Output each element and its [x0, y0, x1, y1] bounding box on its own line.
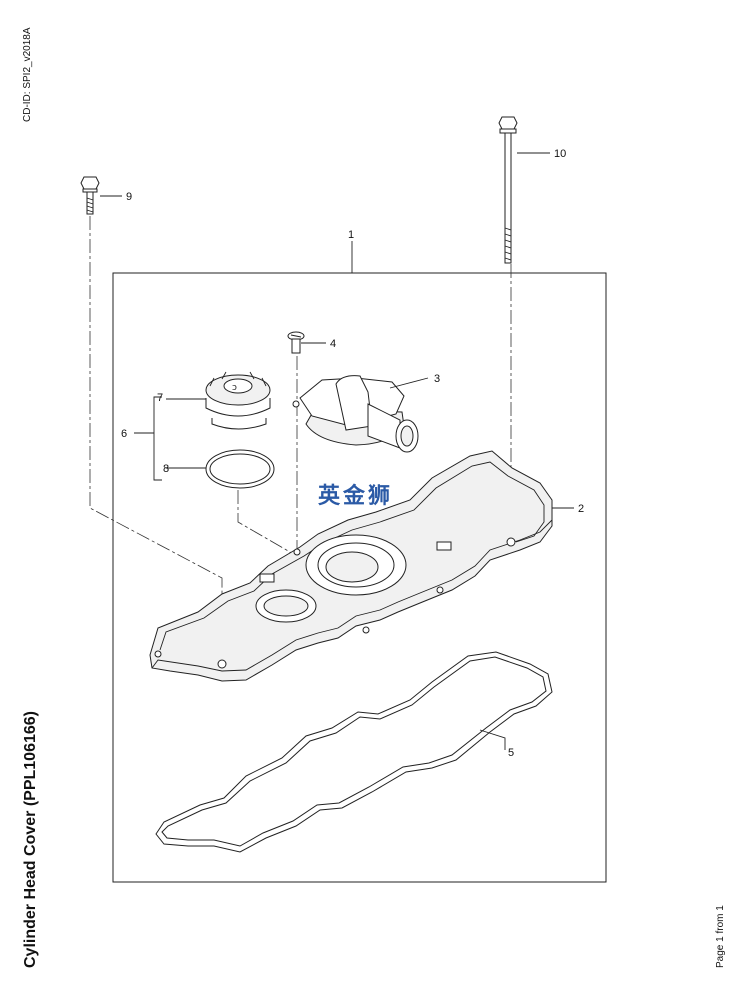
callout-1: 1: [348, 229, 354, 241]
callout-5: 5: [508, 747, 514, 759]
oil-filler-cap-part: ↄ: [205, 371, 271, 430]
callout-8: 8: [163, 463, 169, 475]
callout-3: 3: [434, 373, 440, 385]
callout-4: 4: [330, 338, 336, 350]
bolt-9-part: [80, 176, 100, 215]
screw-4-part: [287, 331, 305, 354]
svg-text:ↄ: ↄ: [232, 383, 237, 393]
callout-6: 6: [121, 428, 127, 440]
o-ring-seal-part: [205, 449, 275, 489]
cylinder-head-cover-part: [149, 450, 553, 682]
callout-2: 2: [578, 503, 584, 515]
callout-10: 10: [554, 148, 566, 160]
bolt-10-part: [498, 116, 518, 264]
callout-leader-lines: [100, 152, 574, 750]
assembly-frame: [112, 272, 607, 883]
callout-7: 7: [157, 392, 163, 404]
breather-valve-part: [292, 375, 419, 453]
callout-9: 9: [126, 191, 132, 203]
rocker-cover-gasket-part: [155, 651, 553, 853]
watermark-text: 英金狮: [318, 483, 393, 509]
